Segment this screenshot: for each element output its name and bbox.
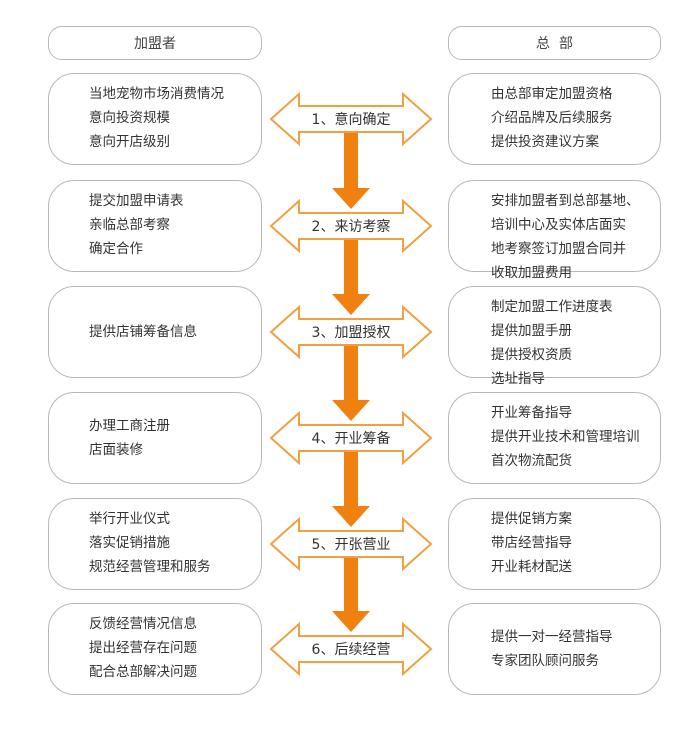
box-line: 提供店铺筹备信息 [89, 324, 197, 340]
box-line: 举行开业仪式 [89, 511, 170, 527]
box-line: 安排加盟者到总部基地、 [491, 193, 640, 209]
headquarters-box-2: 安排加盟者到总部基地、培训中心及实体店面实地考察签订加盟合同并收取加盟费用 [448, 180, 661, 281]
step-label-3: 3、加盟授权 [311, 325, 391, 341]
box-line: 选址指导 [491, 371, 545, 387]
box-line: 落实促销措施 [89, 535, 170, 551]
step-label-4: 4、开业筹备 [311, 431, 391, 447]
box-line: 提供促销方案 [491, 511, 572, 527]
box-line: 带店经营指导 [491, 535, 572, 551]
headquarters-box-4: 开业筹备指导提供开业技术和管理培训首次物流配货 [448, 392, 661, 484]
box-line: 提供加盟手册 [491, 323, 572, 339]
header-headquarters: 总 部 [448, 26, 661, 60]
headquarters-box-5: 提供促销方案带店经营指导开业耗材配送 [448, 498, 661, 590]
double-arrow-4 [269, 410, 433, 466]
down-arrow-2 [332, 230, 370, 315]
box-line: 意向开店级别 [89, 134, 170, 150]
box-line: 店面装修 [89, 442, 143, 458]
double-arrow-2 [269, 198, 433, 254]
box-line: 提供投资建议方案 [491, 134, 599, 150]
box-line: 反馈经营情况信息 [89, 616, 197, 632]
down-arrow-3 [332, 336, 370, 421]
box-line: 开业耗材配送 [491, 559, 572, 575]
step-label-2: 2、来访考察 [311, 219, 391, 235]
box-line: 提出经营存在问题 [89, 640, 197, 656]
box-line: 提供授权资质 [491, 347, 572, 363]
box-line: 亲临总部考察 [89, 217, 170, 233]
box-line: 确定合作 [89, 241, 143, 257]
box-line: 规范经营管理和服务 [89, 559, 211, 575]
box-line: 制定加盟工作进度表 [491, 299, 613, 315]
box-line: 配合总部解决问题 [89, 664, 197, 680]
box-line: 介绍品牌及后续服务 [491, 110, 613, 126]
box-line: 办理工商注册 [89, 418, 170, 434]
box-line: 意向投资规模 [89, 110, 170, 126]
box-line: 提交加盟申请表 [89, 193, 184, 209]
box-line: 提供开业技术和管理培训 [491, 429, 640, 445]
box-line: 由总部审定加盟资格 [491, 86, 613, 102]
box-line: 提供一对一经营指导 [491, 629, 613, 645]
header-headquarters-label: 总 部 [536, 36, 573, 52]
box-line: 开业筹备指导 [491, 405, 572, 421]
franchisee-box-5: 举行开业仪式落实促销措施规范经营管理和服务 [48, 498, 262, 590]
box-line: 首次物流配货 [491, 453, 572, 469]
franchisee-box-1: 当地宠物市场消费情况意向投资规模意向开店级别 [48, 73, 262, 165]
franchisee-box-2: 提交加盟申请表亲临总部考察确定合作 [48, 180, 262, 272]
box-line: 培训中心及实体店面实 [491, 217, 626, 233]
double-arrow-3 [269, 304, 433, 360]
franchisee-box-3: 提供店铺筹备信息 [48, 286, 262, 378]
header-franchisee: 加盟者 [48, 26, 262, 60]
step-label-5: 5、开张营业 [311, 537, 391, 553]
franchisee-box-4: 办理工商注册店面装修 [48, 392, 262, 484]
box-line: 地考察签订加盟合同并 [491, 241, 626, 257]
double-arrow-6 [269, 621, 433, 677]
down-arrow-1 [332, 123, 370, 209]
step-label-6: 6、后续经营 [311, 642, 391, 658]
step-label-1: 1、意向确定 [311, 112, 391, 128]
double-arrow-5 [269, 516, 433, 572]
double-arrow-1 [269, 91, 433, 147]
box-line: 专家团队顾问服务 [491, 653, 599, 669]
headquarters-box-3: 制定加盟工作进度表提供加盟手册提供授权资质选址指导 [448, 286, 661, 387]
headquarters-box-6: 提供一对一经营指导专家团队顾问服务 [448, 603, 661, 695]
box-line: 当地宠物市场消费情况 [89, 86, 224, 102]
box-line: 收取加盟费用 [491, 265, 572, 281]
headquarters-box-1: 由总部审定加盟资格介绍品牌及后续服务提供投资建议方案 [448, 73, 661, 165]
header-franchisee-label: 加盟者 [134, 36, 176, 52]
franchisee-box-6: 反馈经营情况信息提出经营存在问题配合总部解决问题 [48, 603, 262, 695]
down-arrow-5 [332, 548, 370, 632]
down-arrow-4 [332, 442, 370, 527]
